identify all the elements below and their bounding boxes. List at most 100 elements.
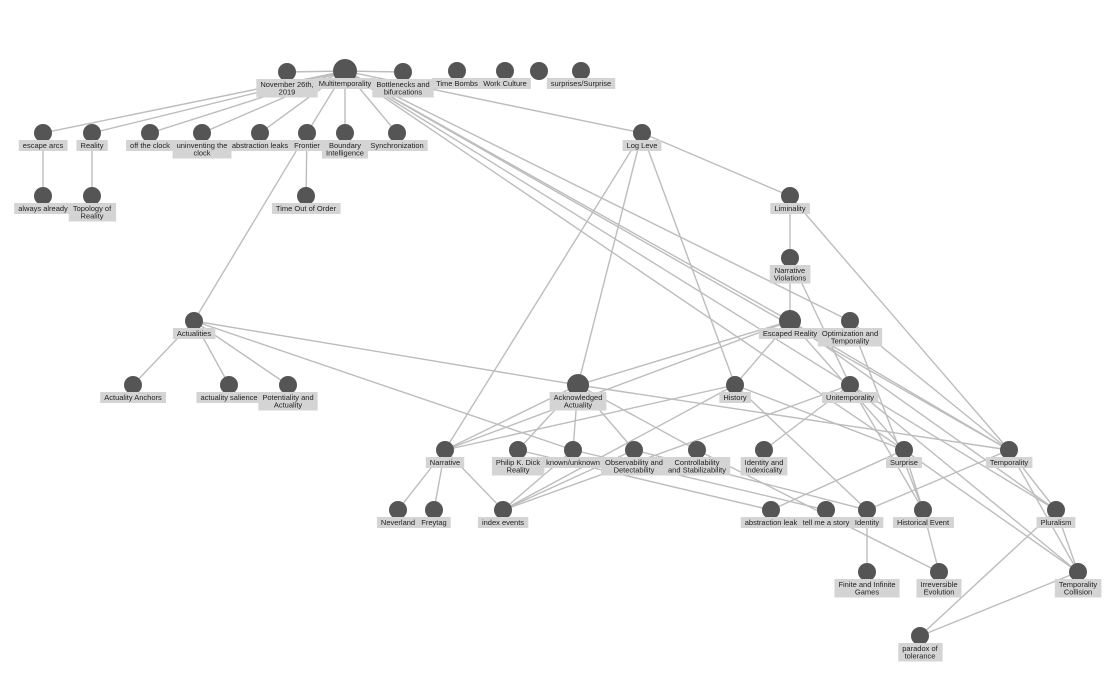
node-surprises[interactable]: surprises/Surprise	[546, 62, 616, 89]
node-circle[interactable]	[333, 59, 357, 83]
node-circle[interactable]	[298, 124, 316, 142]
node-circle[interactable]	[841, 376, 859, 394]
node-circle[interactable]	[124, 376, 142, 394]
node-narrative[interactable]: Narrative	[425, 441, 465, 468]
node-circle[interactable]	[781, 249, 799, 267]
node-circle[interactable]	[220, 376, 238, 394]
node-circle[interactable]	[781, 187, 799, 205]
node-circle[interactable]	[930, 563, 948, 581]
node-salience[interactable]: actuality salience	[196, 376, 262, 403]
node-circle[interactable]	[858, 563, 876, 581]
node-unlabeled[interactable]	[530, 62, 548, 80]
node-circle[interactable]	[633, 124, 651, 142]
node-circle[interactable]	[567, 374, 589, 396]
node-circle[interactable]	[496, 62, 514, 80]
node-circle[interactable]	[297, 187, 315, 205]
node-sync[interactable]: Synchronization	[366, 124, 428, 151]
node-anchors[interactable]: Actuality Anchors	[100, 376, 167, 403]
node-circle[interactable]	[895, 441, 913, 459]
node-circle[interactable]	[185, 312, 203, 330]
node-actualities[interactable]: Actualities	[172, 312, 216, 339]
node-circle[interactable]	[911, 627, 929, 645]
node-circle[interactable]	[394, 63, 412, 81]
node-circle[interactable]	[83, 124, 101, 142]
node-circle[interactable]	[625, 441, 643, 459]
node-freytag[interactable]: Freytag	[417, 501, 451, 528]
node-circle[interactable]	[141, 124, 159, 142]
node-circle[interactable]	[425, 501, 443, 519]
node-multi[interactable]: Multitemporality	[314, 59, 376, 89]
node-offclock[interactable]: off the clock	[126, 124, 175, 151]
node-circle[interactable]	[841, 312, 859, 330]
node-circle[interactable]	[448, 62, 466, 80]
node-neverland[interactable]: Neverland	[376, 501, 420, 528]
node-knownunknown[interactable]: known/unknown	[542, 441, 604, 468]
node-circle[interactable]	[726, 376, 744, 394]
node-history[interactable]: History	[719, 376, 751, 403]
node-circle[interactable]	[251, 124, 269, 142]
node-unitemporality[interactable]: Unitemporality	[822, 376, 879, 403]
node-circle[interactable]	[436, 441, 454, 459]
node-loglevel[interactable]: Log Leve	[622, 124, 662, 151]
node-circle[interactable]	[34, 187, 52, 205]
node-alwaysalready[interactable]: always already	[14, 187, 73, 214]
node-circle[interactable]	[762, 501, 780, 519]
node-histevent[interactable]: Historical Event	[892, 501, 954, 528]
node-frontier[interactable]: Frontier	[290, 124, 325, 151]
node-temporality[interactable]: Temporality	[985, 441, 1033, 468]
node-circle[interactable]	[688, 441, 706, 459]
node-circle[interactable]	[1047, 501, 1065, 519]
node-reality[interactable]: Reality	[76, 124, 108, 151]
node-circle[interactable]	[389, 501, 407, 519]
node-circle[interactable]	[572, 62, 590, 80]
node-indexevents[interactable]: index events	[477, 501, 529, 528]
node-liminality[interactable]: Liminality	[770, 187, 810, 214]
node-circle[interactable]	[279, 376, 297, 394]
node-circle[interactable]	[858, 501, 876, 519]
node-workculture[interactable]: Work Culture	[479, 62, 531, 89]
node-circle[interactable]	[388, 124, 406, 142]
node-identity[interactable]: Identity	[850, 501, 884, 528]
node-circle[interactable]	[817, 501, 835, 519]
node-circle[interactable]	[494, 501, 512, 519]
node-circle[interactable]	[1000, 441, 1018, 459]
node-circle[interactable]	[779, 310, 801, 332]
node-pluralism[interactable]: Pluralism	[1036, 501, 1076, 528]
node-escapearcs[interactable]: escape arcs	[18, 124, 68, 151]
node-circle[interactable]	[278, 63, 296, 81]
node-circle[interactable]	[755, 441, 773, 459]
node-circle[interactable]	[914, 501, 932, 519]
node-timeoutoforder[interactable]: Time Out of Order	[271, 187, 341, 214]
node-circle[interactable]	[336, 124, 354, 142]
node-nov26[interactable]: November 26th,2019	[256, 63, 318, 98]
node-circle[interactable]	[509, 441, 527, 459]
node-circle[interactable]	[83, 187, 101, 205]
node-timebombs[interactable]: Time Bombs	[432, 62, 483, 89]
node-circle[interactable]	[564, 441, 582, 459]
node-circle[interactable]	[530, 62, 548, 80]
node-abstractionleaks[interactable]: abstraction leaks	[227, 124, 293, 151]
node-surprise[interactable]: Surprise	[886, 441, 922, 468]
node-abstractionleak[interactable]: abstraction leak	[740, 501, 802, 528]
node-tellstory[interactable]: tell me a story	[798, 501, 854, 528]
node-circle[interactable]	[193, 124, 211, 142]
node-escapedreality[interactable]: Escaped Reality	[758, 310, 822, 339]
node-circle[interactable]	[34, 124, 52, 142]
node-circle[interactable]	[1069, 563, 1087, 581]
